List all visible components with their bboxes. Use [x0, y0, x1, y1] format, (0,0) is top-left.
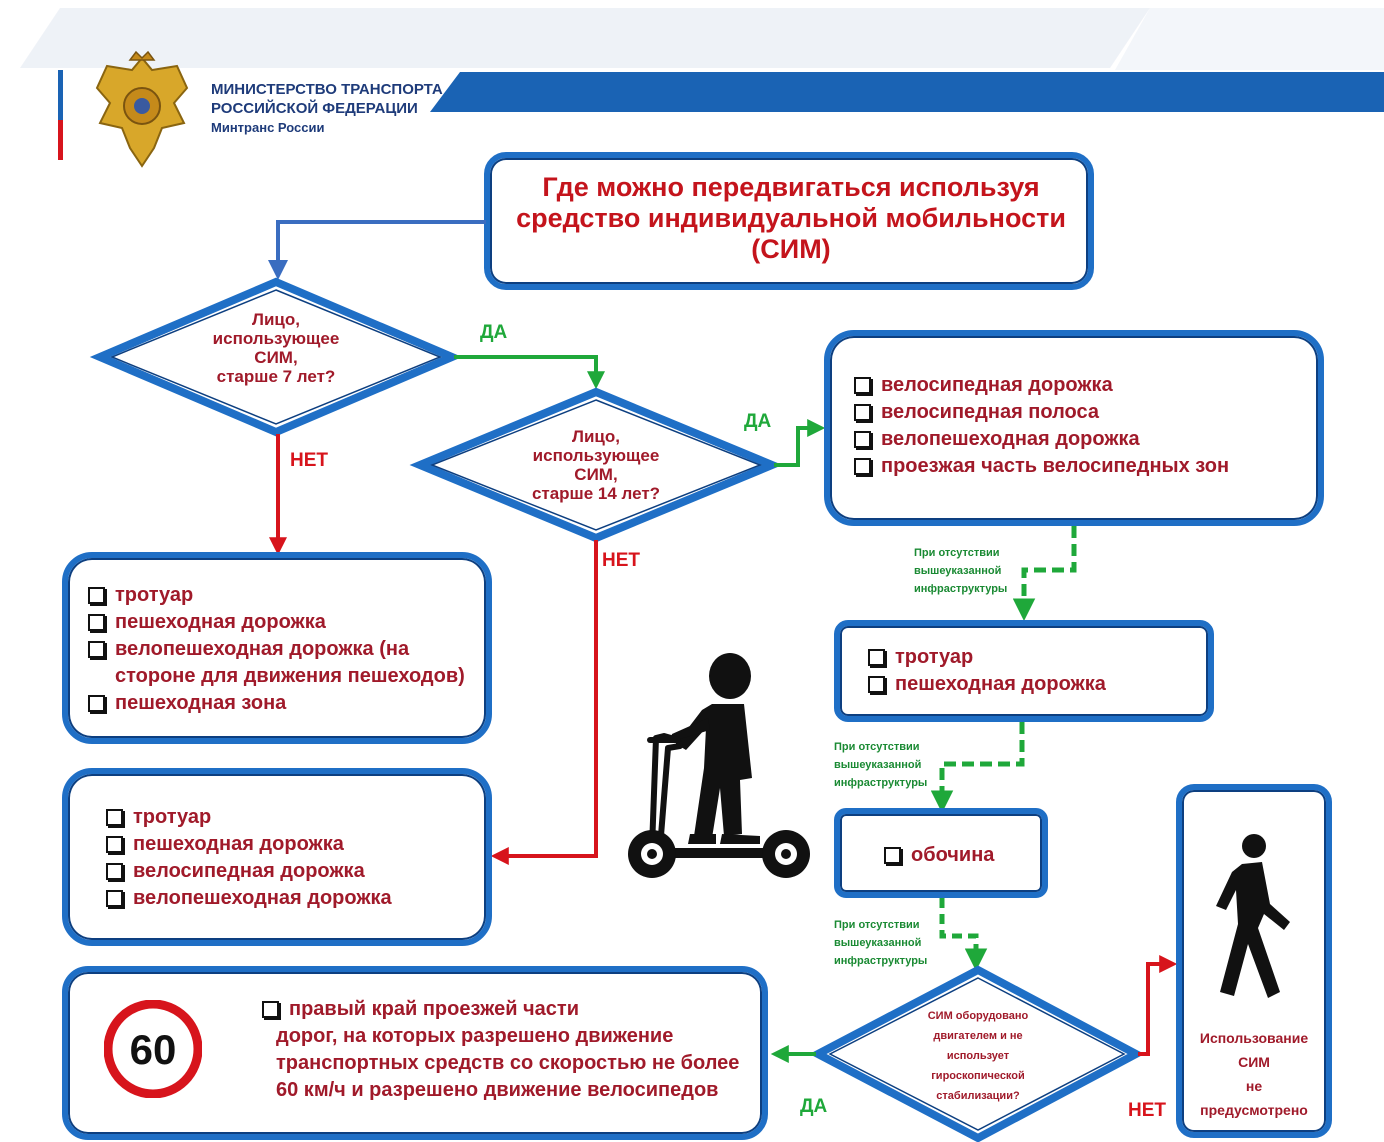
list-item: тротуар: [88, 582, 465, 609]
list-item: пешеходная зона: [88, 690, 465, 717]
header-band: [20, 8, 1384, 160]
list-item: пешеходная дорожка: [868, 671, 1106, 698]
list-item: велосипедная полоса: [854, 399, 1229, 426]
checkbox-icon: [106, 836, 123, 853]
checkbox-icon: [854, 431, 871, 448]
checkbox-icon: [88, 587, 105, 604]
arrow-sidewalk-to-shoulder: [930, 722, 1025, 813]
list-item: пешеходная дорожка: [106, 831, 392, 858]
arrow-decision1-yes: [454, 355, 605, 390]
checkbox-icon: [868, 676, 885, 693]
checkbox-icon: [262, 1001, 279, 1018]
sidewalk-box: [834, 620, 1214, 722]
page-title: Где можно передвигаться используя средст…: [516, 172, 1066, 264]
yes-label-1: ДА: [480, 322, 508, 343]
checkbox-icon: [88, 614, 105, 631]
list-item: велопешеходная дорожка: [854, 426, 1229, 453]
ministry-name: МИНИСТЕРСТВО ТРАНСПОРТА РОССИЙСКОЙ ФЕДЕР…: [211, 81, 443, 135]
arrow-decision3-no: [1138, 955, 1178, 1056]
arrow-bike-to-sidewalk: [1012, 526, 1077, 621]
list-item: велопешеходная дорожка: [106, 885, 392, 912]
shoulder-list: обочина: [884, 842, 994, 869]
checkbox-icon: [854, 404, 871, 421]
checkbox-icon: [854, 458, 871, 475]
list-item: велосипедная дорожка: [854, 372, 1229, 399]
age7to14-list: тротуар пешеходная дорожка велосипедная …: [106, 804, 392, 912]
yes-label-3: ДА: [800, 1096, 828, 1117]
checkbox-icon: [106, 863, 123, 880]
arrow-decision2-no: [490, 540, 598, 865]
list-item: стороне для движения пешеходов): [115, 665, 465, 687]
no-label-3: НЕТ: [1128, 1100, 1166, 1121]
checkbox-icon: [88, 695, 105, 712]
pedestrian-icon: [1216, 834, 1290, 998]
list-item: велосипедная дорожка: [106, 858, 392, 885]
list-item: обочина: [884, 842, 994, 869]
decision3-diamond: [809, 965, 1145, 1142]
title-box: [484, 152, 1094, 290]
scooter-rider-icon: [628, 653, 810, 878]
list-item: тротуар: [868, 644, 1106, 671]
checkbox-icon: [106, 809, 123, 826]
bike-infrastructure-list: велосипедная дорожка велосипедная полоса…: [854, 372, 1229, 480]
list-item: велопешеходная дорожка (на: [88, 636, 465, 663]
checkbox-icon: [854, 377, 871, 394]
sidewalk-list: тротуар пешеходная дорожка: [868, 644, 1106, 698]
age7to14-box: [62, 768, 492, 946]
checkbox-icon: [868, 649, 885, 666]
emblem-icon: [95, 50, 189, 168]
bike-infrastructure-box: [824, 330, 1324, 526]
under7-list: тротуар пешеходная дорожка велопешеходна…: [88, 582, 465, 717]
arrow-shoulder-to-decision3: [939, 898, 988, 971]
checkbox-icon: [884, 847, 901, 864]
no-label-2: НЕТ: [602, 550, 640, 571]
road-text: правый край проезжей части дорог, на кот…: [262, 996, 739, 1104]
arrow-decision2-yes: [774, 419, 826, 467]
decision1-diamond: [89, 277, 463, 437]
checkbox-icon: [88, 641, 105, 658]
decision2-diamond: [409, 387, 783, 543]
not-allowed-text: Использование СИМ не предусмотрено: [1199, 1030, 1309, 1118]
speed-limit-value: 60: [130, 1026, 177, 1073]
shoulder-box: [834, 808, 1048, 898]
no-label-1: НЕТ: [290, 450, 328, 471]
list-item: тротуар: [106, 804, 392, 831]
list-item: пешеходная дорожка: [88, 609, 465, 636]
speed-limit-sign-icon: 60: [104, 1000, 202, 1098]
under7-box: [62, 552, 492, 744]
arrow-title-to-decision1: [268, 220, 486, 280]
checkbox-icon: [106, 890, 123, 907]
list-item: проезжая часть велосипедных зон: [854, 453, 1229, 480]
yes-label-2: ДА: [744, 411, 772, 432]
